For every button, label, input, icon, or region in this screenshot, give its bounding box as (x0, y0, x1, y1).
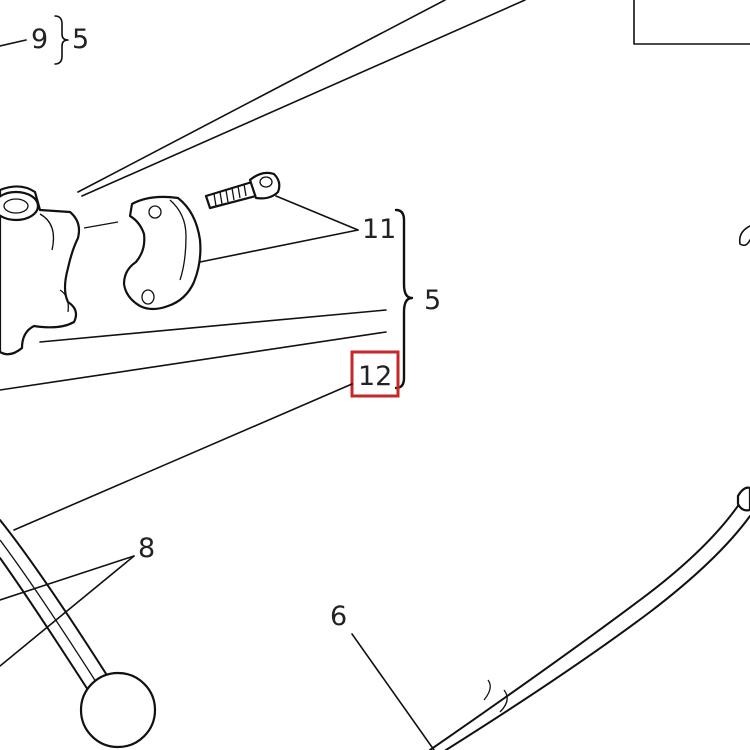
leader-line-8a (0, 555, 135, 601)
edge-detail (738, 225, 750, 247)
brake-hose (429, 486, 750, 750)
master-cylinder-body (0, 185, 81, 356)
leader-line-top-2 (81, 0, 526, 197)
leader-line-11b (199, 229, 359, 263)
leader-line-top-1 (77, 0, 446, 193)
callout-12: 12 (358, 361, 392, 392)
highlight-box-12 (350, 350, 400, 398)
leader-line-11a (275, 195, 359, 231)
callout-11: 11 (362, 214, 396, 245)
clamp-bracket (122, 195, 202, 311)
brace-9-5 (54, 15, 69, 65)
callout-6: 6 (330, 601, 347, 632)
brace-5 (394, 208, 414, 390)
callout-5: 5 (424, 285, 441, 316)
callout-5-top: 5 (72, 24, 89, 55)
callout-8: 8 (138, 533, 155, 564)
leader-line-8b (0, 555, 135, 667)
leader-line-9 (0, 39, 27, 47)
leader-line-6 (351, 633, 435, 750)
brake-lever (0, 519, 157, 749)
leader-line-hose-1 (39, 309, 387, 343)
frame-box-corner (633, 0, 750, 45)
clamp-bolt (204, 171, 281, 210)
leader-line-hose-2 (0, 331, 387, 391)
leader-line-12 (13, 383, 353, 531)
callout-9: 9 (31, 24, 48, 55)
